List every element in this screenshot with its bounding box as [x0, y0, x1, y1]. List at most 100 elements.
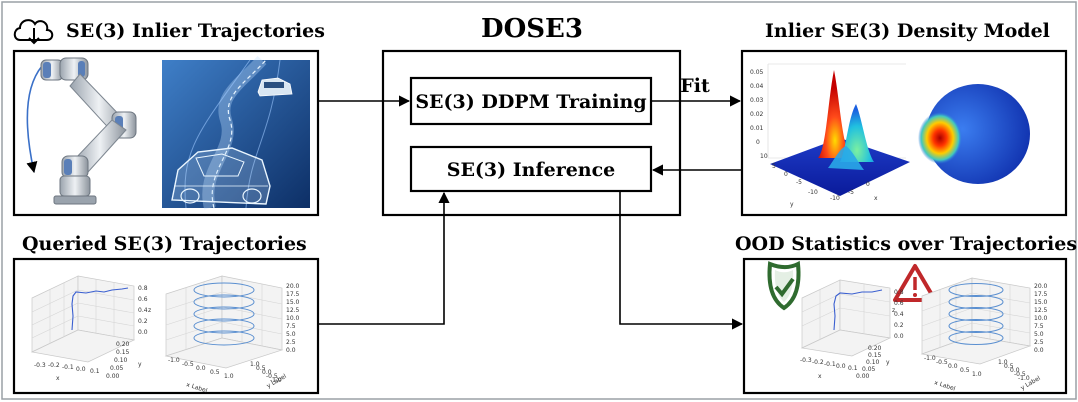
tick-label: 10.0: [286, 315, 300, 322]
tick-label: 12.5: [286, 307, 300, 314]
tick-label: 7.5: [286, 323, 296, 330]
tick-label: 0.5: [210, 369, 220, 376]
tick-label: 0.4: [894, 311, 904, 318]
tick-label: 0.20: [868, 345, 882, 352]
tick-label: 10.0: [1034, 315, 1048, 322]
axis-label: z: [892, 307, 895, 314]
tick-label: -0.1: [62, 364, 74, 371]
tick-label: -1.0: [270, 377, 282, 384]
tick-label: 10: [760, 153, 768, 160]
tick-label: -1.0: [168, 357, 180, 364]
tick-label: 0.00: [106, 373, 120, 380]
tick-label: 0: [756, 139, 760, 146]
tick-label: 20.0: [1034, 283, 1048, 290]
tick-label: 2.5: [286, 339, 296, 346]
tick-label: 0.05: [750, 69, 764, 76]
arrow-queried-to-inference: [318, 191, 450, 325]
tick-label: 5.0: [286, 331, 296, 338]
tick-label: -5: [848, 189, 854, 196]
ddpm-training-label: SE(3) DDPM Training: [415, 91, 646, 113]
tick-label: 1.0: [224, 373, 234, 380]
tick-label: 0.8: [894, 289, 904, 296]
tick-label: 5.0: [1034, 331, 1044, 338]
tick-label: 0.15: [868, 352, 882, 359]
axis-label: y: [886, 359, 890, 366]
axis-label: x: [56, 375, 60, 382]
tick-label: 1.0: [998, 359, 1008, 366]
tick-label: 0.04: [750, 83, 764, 90]
autonomous-car-image: [162, 55, 310, 210]
tick-label: 2.5: [1034, 339, 1044, 346]
query-helix-line: [193, 282, 255, 346]
tick-label: 0.05: [110, 365, 124, 372]
tick-label: 7.5: [1034, 323, 1044, 330]
tick-label: 0.6: [894, 300, 904, 307]
tick-label: 0.1: [90, 368, 100, 375]
tick-label: -0.3: [800, 357, 812, 364]
tick-label: 1.0: [972, 371, 982, 378]
axis-label: x: [874, 195, 878, 202]
axis-label: y: [138, 361, 142, 368]
check-shield-icon: [767, 260, 801, 311]
tick-label: 20.0: [286, 283, 300, 290]
inference-block: [409, 145, 653, 193]
tick-label: 0.0: [76, 366, 86, 373]
tick-label: 0.1: [848, 365, 858, 372]
dose3-title: DOSE3: [481, 14, 583, 44]
tick-label: 0.0: [138, 329, 148, 336]
tick-label: 5: [772, 163, 776, 170]
tick-label: 0.10: [114, 357, 128, 364]
tick-label: 0.0: [196, 365, 206, 372]
tick-label: 17.5: [286, 291, 300, 298]
tick-label: 0.5: [960, 367, 970, 374]
density-surface-plot: 0.05 0.04 0.03 0.02 0.01 0 10 5 0 -5 -10…: [750, 63, 910, 208]
tick-label: 0.0: [262, 369, 272, 376]
tick-label: 15.0: [286, 299, 300, 306]
tick-label: -0.2: [812, 359, 824, 366]
axis-label: z: [148, 307, 151, 314]
query-trajectory-plot: 0.8 0.6 0.4 0.2 0.0 z -0.3 -0.2 -0.1 0.0…: [30, 275, 151, 382]
warning-triangle-icon: [893, 264, 937, 302]
ood-trajectory-plot: 0.8 0.6 0.4 0.2 0.0 z -0.3 -0.2 -0.1 0.0…: [800, 279, 904, 380]
tick-label: 1.0: [250, 361, 260, 368]
tick-label: 12.5: [1034, 307, 1048, 314]
inlier-section-title: SE(3) Inlier Trajectories: [66, 20, 325, 42]
tick-label: -0.5: [1014, 371, 1026, 378]
ood-trajectory-line: [833, 289, 883, 331]
tick-label: 0.0: [836, 363, 846, 370]
tick-label: 0.5: [256, 365, 266, 372]
query-trajectory-line: [71, 287, 129, 331]
inference-label: SE(3) Inference: [447, 159, 616, 181]
tick-label: 0.01: [750, 125, 764, 132]
queried-section-title: Queried SE(3) Trajectories: [22, 233, 307, 255]
tick-label: 0.15: [116, 349, 130, 356]
arrow-inference-to-ood: [619, 191, 744, 330]
tick-label: 0.20: [116, 341, 130, 348]
tick-label: 0.0: [1034, 347, 1044, 354]
tick-label: 0.00: [856, 373, 870, 380]
tick-label: 0.02: [750, 111, 764, 118]
cloud-download-icon: [13, 19, 54, 45]
tick-label: 0.4: [138, 307, 148, 314]
tick-label: -10: [808, 189, 818, 196]
tick-label: 0.0: [948, 363, 958, 370]
query-helix-plot: 20.0 17.5 15.0 12.5 10.0 7.5 5.0 2.5 0.0…: [164, 275, 300, 395]
tick-label: -1.0: [1018, 375, 1030, 382]
tick-label: 0.2: [894, 322, 904, 329]
tick-label: 17.5: [1034, 291, 1048, 298]
ood-helix-plot: 20.0 17.5 15.0 12.5 10.0 7.5 5.0 2.5 0.0…: [920, 277, 1048, 393]
tick-label: -0.5: [936, 359, 948, 366]
tick-label: 0.0: [1010, 367, 1020, 374]
robot-arm-image: [26, 57, 137, 205]
tick-label: 0.10: [866, 359, 880, 366]
fit-label: Fit: [680, 75, 710, 97]
tick-label: 0.2: [138, 318, 148, 325]
tick-label: 0.05: [862, 366, 876, 373]
tick-label: 0.8: [138, 285, 148, 292]
tick-label: 0: [866, 181, 870, 188]
tick-label: -0.1: [824, 361, 836, 368]
tick-label: -0.3: [34, 362, 46, 369]
tick-label: 0.6: [138, 296, 148, 303]
ood-section-title: OOD Statistics over Trajectories: [735, 233, 1077, 255]
